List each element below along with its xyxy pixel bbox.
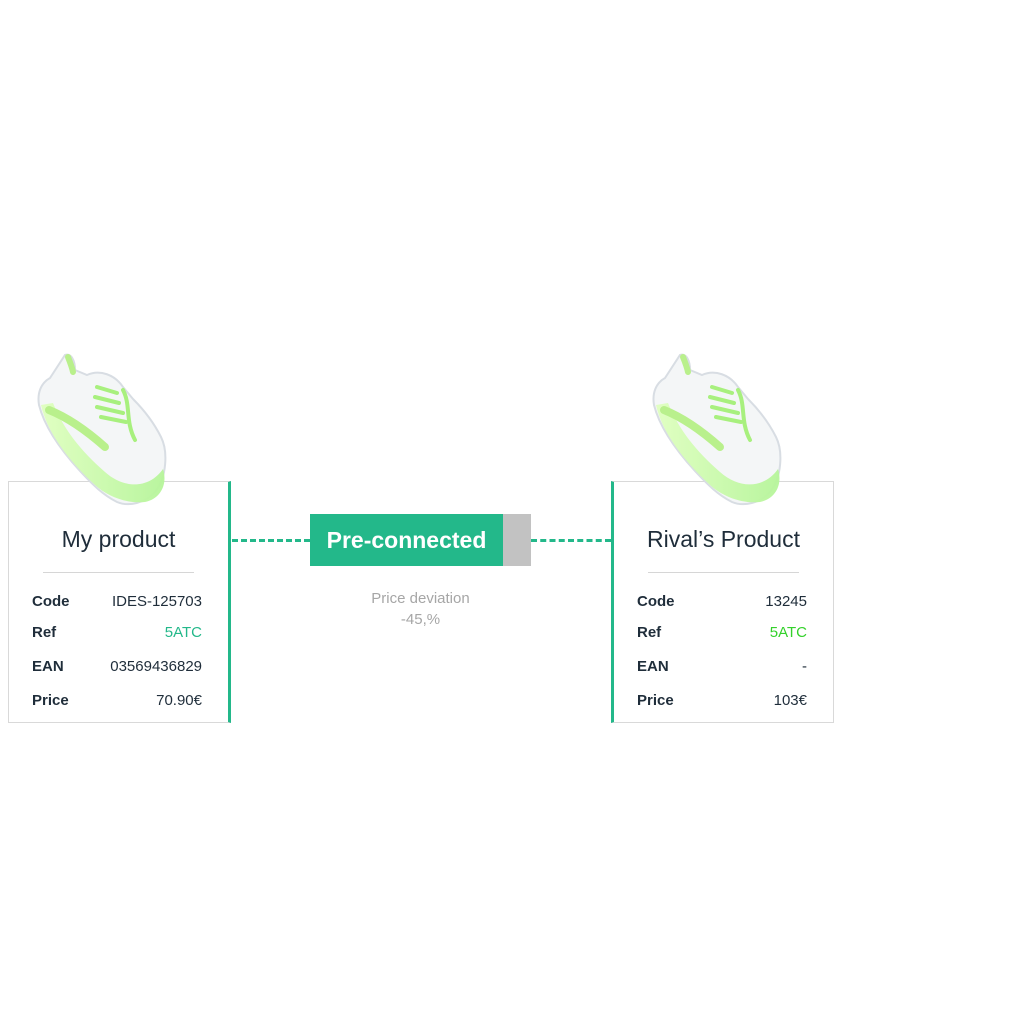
code-label: Code xyxy=(637,592,675,610)
rival-product-image xyxy=(640,345,790,515)
price-row: Price 70.90€ xyxy=(32,689,202,711)
price-value: 103€ xyxy=(773,691,807,709)
code-row: Code IDES-125703 xyxy=(32,590,202,612)
ean-row: EAN 03569436829 xyxy=(32,655,202,677)
price-value: 70.90€ xyxy=(156,691,202,709)
price-row: Price 103€ xyxy=(637,689,807,711)
connection-line-left xyxy=(232,539,310,542)
ref-row: Ref 5ATC xyxy=(637,621,807,643)
sneaker-icon xyxy=(652,353,782,506)
price-deviation-value: -45,% xyxy=(400,611,441,628)
ref-label: Ref xyxy=(32,623,57,641)
code-label: Code xyxy=(32,592,70,610)
ean-label: EAN xyxy=(637,657,669,675)
ref-value[interactable]: 5ATC xyxy=(164,623,202,641)
sneaker-icon xyxy=(37,353,167,506)
rival-product-card[interactable]: Rival’s Product Code 13245 Ref 5ATC EAN … xyxy=(611,481,834,723)
connection-line-right xyxy=(531,539,611,542)
card-divider xyxy=(43,572,194,573)
pre-connected-badge[interactable]: Pre-connected xyxy=(310,514,531,566)
code-row: Code 13245 xyxy=(637,590,807,612)
my-product-image xyxy=(25,345,175,515)
ean-row: EAN - xyxy=(637,655,807,677)
code-value: IDES-125703 xyxy=(111,592,202,610)
my-product-card[interactable]: My product Code IDES-125703 Ref 5ATC EAN… xyxy=(8,481,231,723)
status-label: Pre-connected xyxy=(310,514,503,566)
ref-label: Ref xyxy=(637,623,662,641)
card-divider xyxy=(648,572,799,573)
ref-value[interactable]: 5ATC xyxy=(769,623,807,641)
ean-value: 03569436829 xyxy=(110,657,202,675)
ean-label: EAN xyxy=(32,657,64,675)
status-tail xyxy=(503,514,531,566)
code-value: 13245 xyxy=(765,592,807,610)
ean-value: - xyxy=(802,657,807,675)
rival-product-title: Rival’s Product xyxy=(647,526,800,552)
price-deviation: Price deviation -45,% xyxy=(310,588,531,630)
price-label: Price xyxy=(32,691,69,709)
ref-row: Ref 5ATC xyxy=(32,621,202,643)
price-label: Price xyxy=(637,691,674,709)
my-product-title: My product xyxy=(61,526,176,552)
price-deviation-label: Price deviation xyxy=(371,590,470,607)
